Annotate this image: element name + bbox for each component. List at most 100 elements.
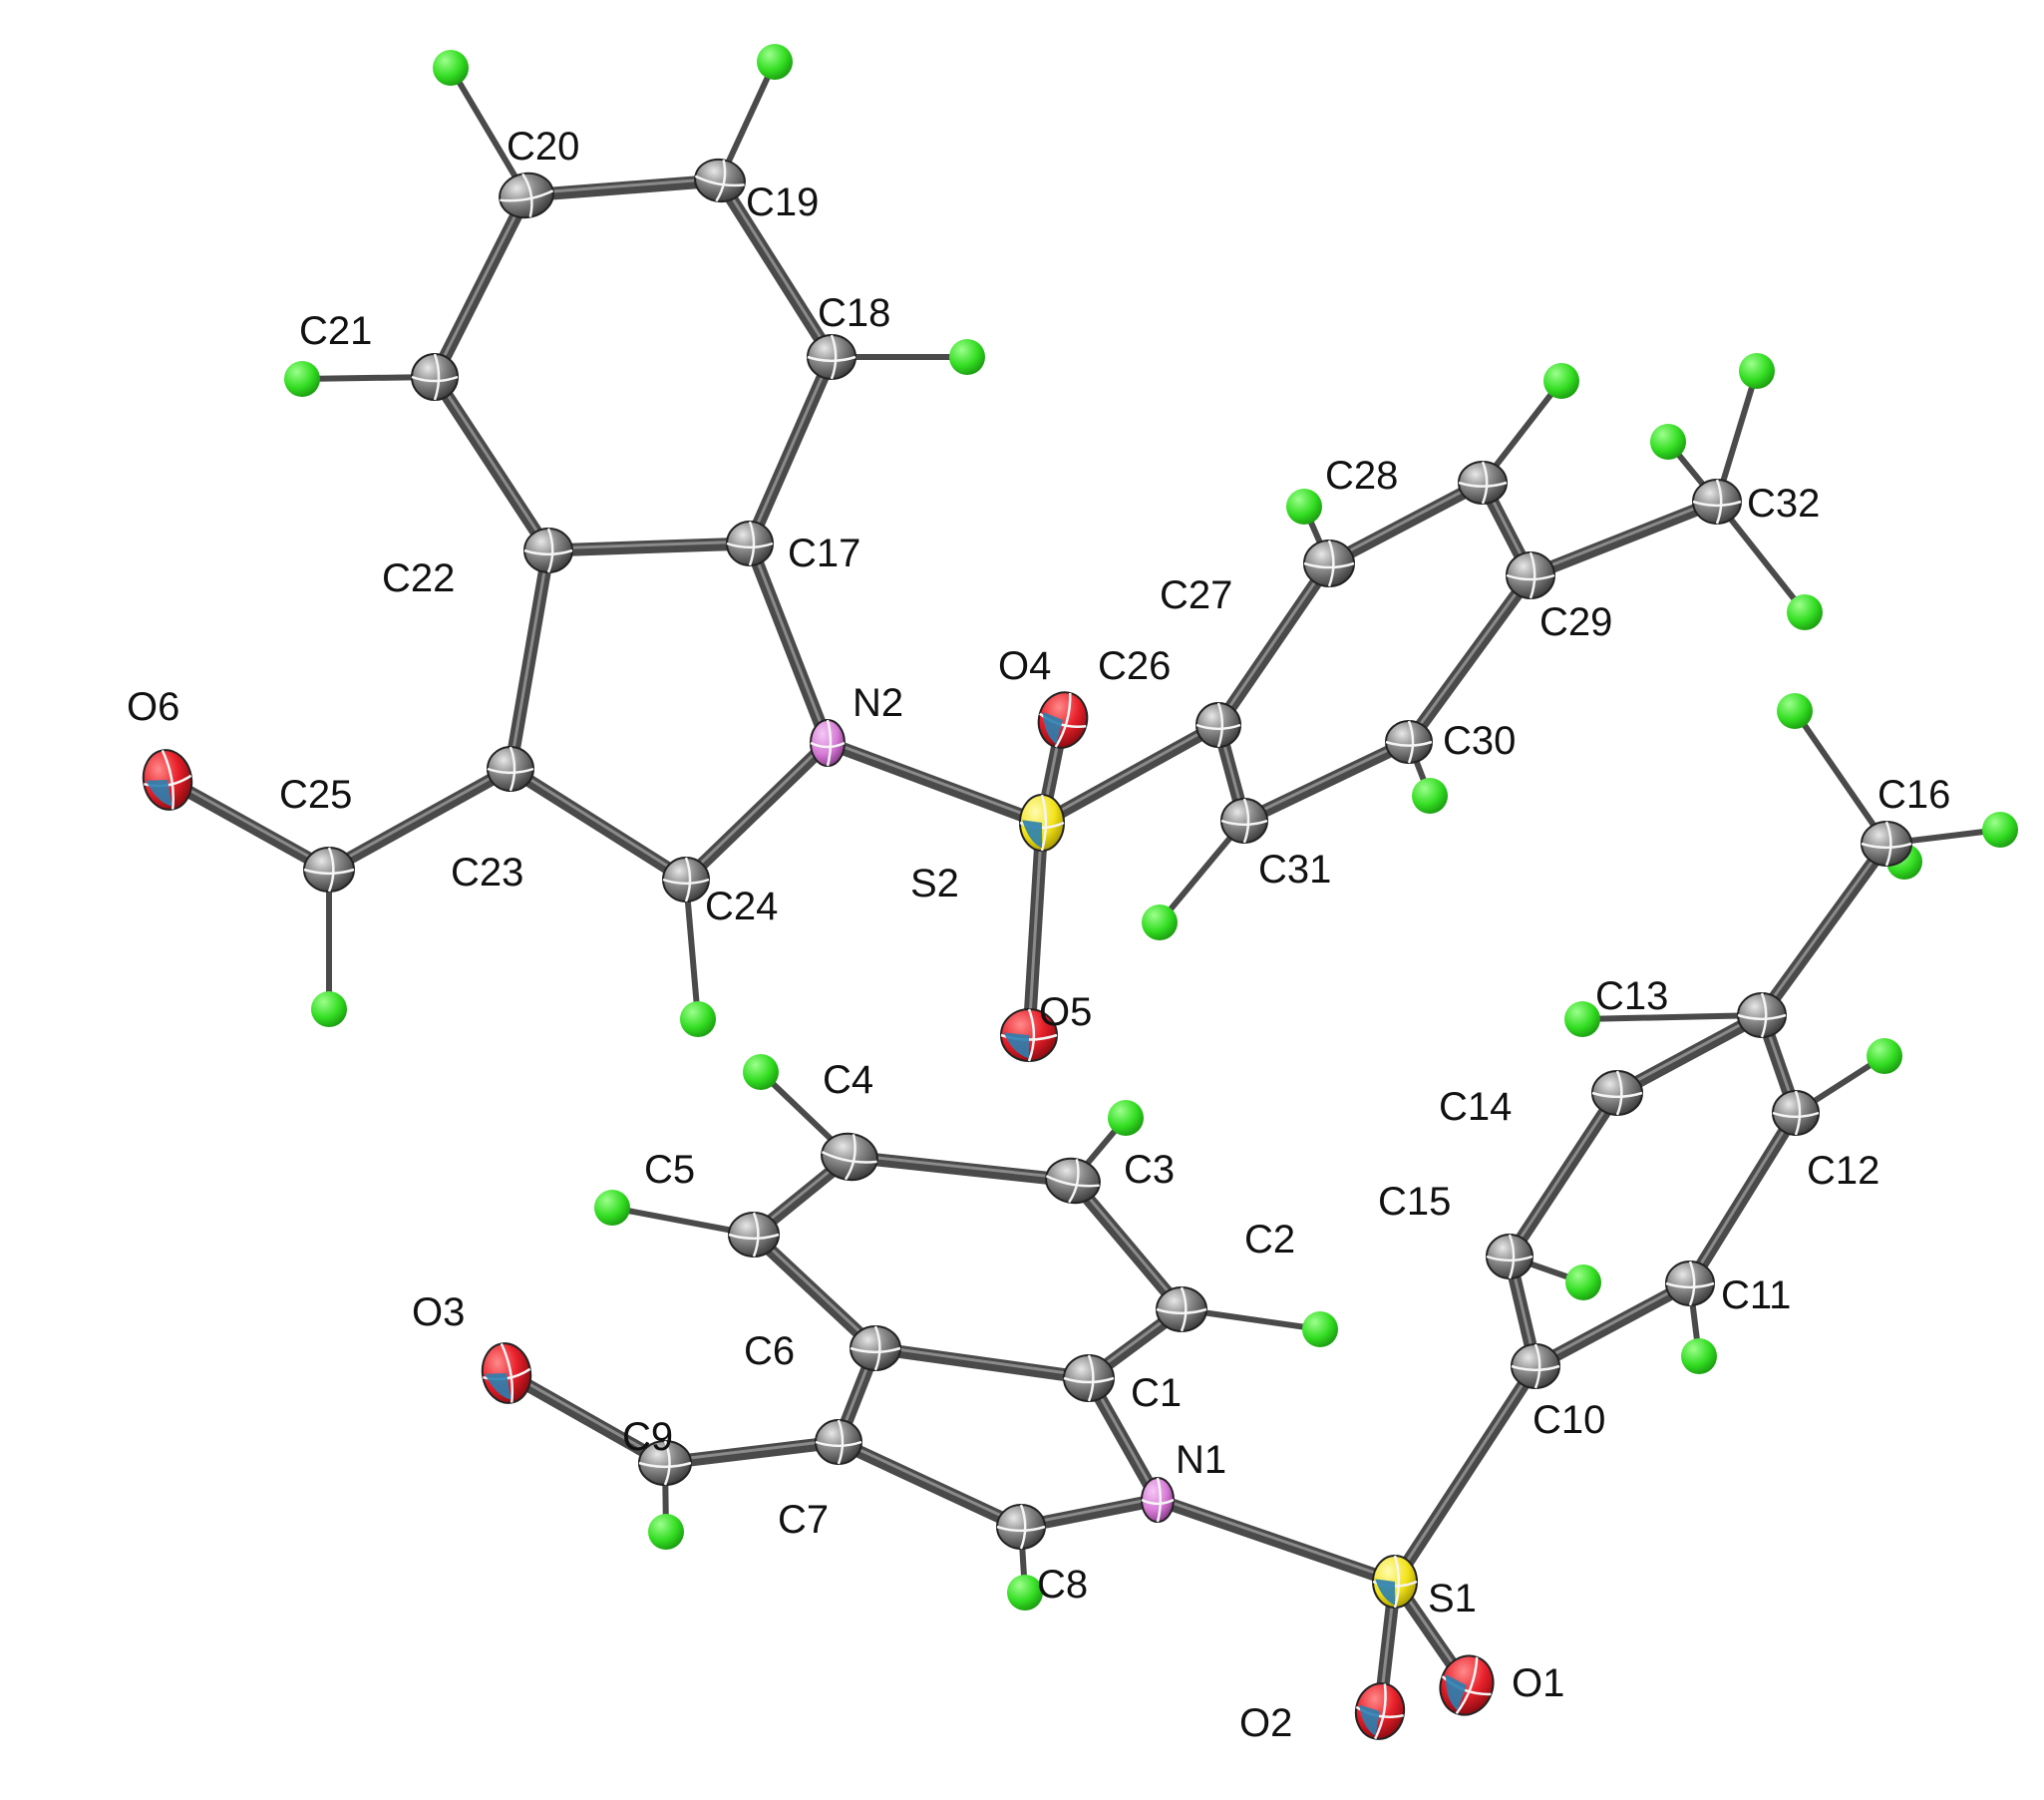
atom-label-c1: C1 (1131, 1371, 1182, 1415)
atom-label-c23: C23 (451, 851, 523, 895)
hydrogen-atom-h21 (284, 361, 320, 397)
atom-n1 (1141, 1477, 1175, 1523)
bond-c20-c19 (519, 174, 727, 202)
bond-c14-c15 (1503, 1086, 1624, 1263)
hydrogen-atom-h4 (743, 1054, 779, 1090)
hydrogen-atom-h11 (1681, 1338, 1717, 1374)
atom-label-c25: C25 (279, 773, 352, 817)
atom-o5 (1000, 1008, 1058, 1062)
atom-c16 (1861, 821, 1912, 867)
atom-c3 (1045, 1157, 1101, 1205)
atom-label-s2: S2 (910, 862, 959, 905)
bond-n2-s2 (821, 736, 1049, 830)
atom-label-c13: C13 (1595, 974, 1668, 1018)
bond-c1-c6 (868, 1341, 1096, 1385)
atom-c2 (1156, 1286, 1207, 1332)
atom-label-o3: O3 (412, 1290, 465, 1334)
atom-c24 (662, 857, 710, 902)
hydrogen-atom-h27 (1286, 489, 1322, 525)
atom-c6 (850, 1325, 901, 1371)
atom-label-s1: S1 (1428, 1577, 1477, 1620)
bond-c16-h16a (1792, 708, 1889, 847)
atom-c28 (1458, 461, 1508, 505)
bond-c13-c14 (1610, 1008, 1769, 1100)
atom-c18 (807, 334, 856, 380)
bond-s2-o5 (1022, 816, 1049, 1042)
bond-c3-c2 (1066, 1174, 1189, 1316)
hydrogen-atom-h16a (1777, 693, 1813, 729)
bond-c30-c31 (1237, 735, 1416, 828)
bond-c6-c5 (747, 1228, 882, 1355)
bond-c17-c22 (541, 537, 757, 557)
hydrogen-atom-h3 (1108, 1100, 1144, 1136)
bond-s1-c10 (1388, 1359, 1542, 1589)
atom-label-c30: C30 (1443, 719, 1516, 763)
atom-label-c7: C7 (778, 1498, 829, 1542)
atom-c17 (726, 521, 774, 566)
bond-c23-c25 (322, 762, 517, 877)
bond-c13-h13 (1579, 1012, 1765, 1022)
bond-c18-c17 (743, 350, 839, 550)
atom-label-c6: C6 (744, 1329, 795, 1373)
bond-s2-c26 (1035, 718, 1225, 830)
atom-c9 (638, 1440, 692, 1486)
bond-c9-o3 (500, 1366, 672, 1470)
bond-c29-c30 (1402, 568, 1537, 749)
atom-label-c3: C3 (1124, 1148, 1175, 1192)
atom-label-c14: C14 (1439, 1085, 1512, 1129)
atom-label-c8: C8 (1037, 1563, 1088, 1607)
atom-label-c12: C12 (1807, 1149, 1879, 1193)
atom-label-c2: C2 (1244, 1218, 1295, 1261)
atom-o2 (1354, 1682, 1406, 1740)
atom-s2 (1019, 794, 1065, 852)
atom-label-c4: C4 (823, 1058, 873, 1102)
atom-c10 (1511, 1343, 1560, 1389)
atom-label-o4: O4 (998, 644, 1051, 688)
atom-c12 (1772, 1090, 1820, 1136)
atom-o6 (142, 749, 193, 811)
atom-label-c10: C10 (1533, 1398, 1605, 1442)
atom-c7 (815, 1419, 862, 1465)
bond-c24-h24 (683, 877, 701, 1022)
hydrogen-atom-h9 (648, 1514, 684, 1550)
atom-label-c17: C17 (788, 532, 860, 575)
hydrogen-atom-h12 (1867, 1038, 1902, 1074)
atom-label-c20: C20 (507, 125, 579, 169)
atom-label-c11: C11 (1721, 1273, 1791, 1317)
atom-c27 (1303, 540, 1355, 587)
atom-c21 (411, 353, 459, 401)
atom-c5 (728, 1212, 780, 1258)
atom-label-o1: O1 (1512, 1661, 1564, 1705)
hydrogen-atom-h18 (949, 339, 985, 375)
atom-label-o2: O2 (1239, 1701, 1292, 1745)
atom-c4 (821, 1132, 878, 1182)
atom-c13 (1737, 992, 1787, 1038)
atom-c19 (694, 158, 746, 203)
hydrogen-atom-h25 (311, 991, 347, 1027)
hydrogen-atom-h32a (1739, 353, 1775, 389)
hydrogen-atom-h13 (1564, 1001, 1600, 1037)
atom-c25 (303, 847, 355, 893)
atom-o1 (1439, 1654, 1495, 1716)
atom-label-n2: N2 (852, 681, 903, 725)
bond-c29-c32 (1524, 495, 1724, 582)
hydrogen-atom-h24 (680, 1001, 716, 1037)
atom-c29 (1506, 551, 1555, 599)
bond-c17-n2 (743, 537, 835, 750)
atom-label-c15: C15 (1378, 1180, 1451, 1224)
atom-label-c29: C29 (1539, 600, 1612, 644)
atom-label-o5: O5 (1039, 990, 1092, 1034)
atom-label-c5: C5 (644, 1148, 695, 1192)
bond-c19-c18 (713, 174, 839, 364)
atom-label-c27: C27 (1160, 573, 1232, 617)
hydrogen-atom-h14 (1565, 1264, 1601, 1300)
atom-c31 (1220, 798, 1268, 844)
atom-label-c16: C16 (1877, 773, 1950, 817)
hydrogen-atom-h31 (1142, 904, 1178, 940)
bond-c22-c21 (428, 370, 555, 557)
atom-c8 (996, 1504, 1046, 1550)
atom-n2 (810, 719, 846, 767)
bond-c23-c22 (504, 543, 555, 776)
atom-c23 (487, 746, 534, 792)
